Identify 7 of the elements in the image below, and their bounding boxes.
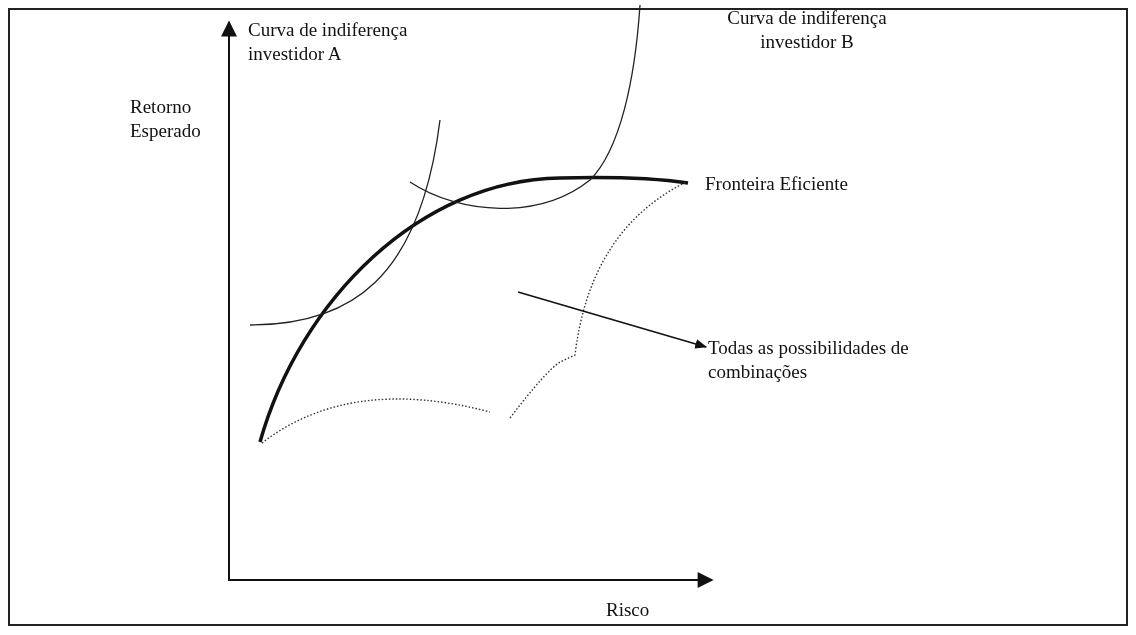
axis-label: Risco (606, 598, 650, 622)
arrow (517, 291, 708, 349)
curve-label: Curva de indiferença investidor A (248, 18, 409, 66)
axis-label: Retorno Esperado (130, 95, 202, 143)
curve-label: Fronteira Eficiente (705, 172, 848, 196)
callout-text: Todas as possibilidades de combinações (708, 336, 938, 384)
curve-label: Curva de indiferença investidor B (726, 6, 888, 54)
